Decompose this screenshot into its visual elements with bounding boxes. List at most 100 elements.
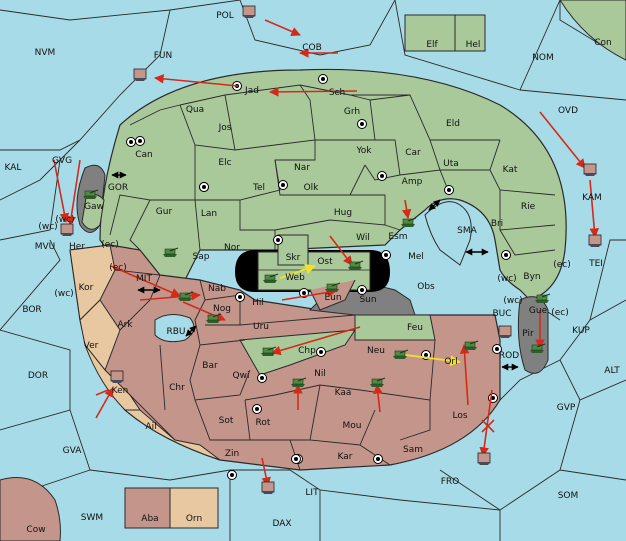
label-obs: Obs [417,282,435,292]
label-dor: DOR [28,371,48,381]
army-unit-icon[interactable] [261,346,277,356]
army-unit-icon[interactable] [370,377,386,387]
supply-center [373,454,383,464]
label-grh: Grh [344,107,360,117]
label-nom: NOM [532,53,554,63]
army-unit-icon[interactable] [530,343,546,353]
label-wc_kor: (wc) [54,289,73,299]
army-unit-icon[interactable] [393,349,409,359]
fleet-unit-icon[interactable] [261,481,275,494]
army-unit-icon[interactable] [325,282,341,292]
army-unit-icon[interactable] [263,273,279,283]
label-nog: Nog [213,304,231,314]
label-pir: Pir [522,329,534,339]
label-jad: Jad [244,86,259,96]
army-unit-icon[interactable] [163,247,179,257]
label-byn: Byn [523,272,540,282]
fleet-unit-icon[interactable] [60,223,74,236]
army-unit-icon[interactable] [83,189,99,199]
army-unit-icon[interactable] [463,340,479,350]
label-cob: COB [302,43,322,53]
fleet-unit-icon[interactable] [583,163,597,176]
label-gue: Gue [529,306,548,316]
label-orn: Orn [186,514,202,524]
support-order-arrow [397,353,462,367]
label-kup: KUP [572,326,590,336]
label-wc_her: (wc) [38,222,57,232]
red-province-lines [114,269,436,471]
move-order-arrow [459,344,470,406]
region-sma [424,201,472,266]
label-kat: Kat [503,165,518,175]
move-order-arrow [271,326,361,356]
fleet-unit-icon[interactable] [110,370,124,383]
fleet-unit-icon[interactable] [588,234,602,247]
army-unit-icon[interactable] [535,293,551,303]
label-som: SOM [558,491,579,501]
move-order-arrow [589,179,600,238]
fleet-unit-icon[interactable] [477,452,491,465]
label-sap: Sap [193,252,210,262]
units [60,5,602,494]
green-province-lines [109,84,556,256]
label-ec_gue: (ec) [551,308,569,318]
label-eld: Eld [446,119,460,129]
supply-center [135,136,145,146]
label-ver: Ver [84,341,99,351]
label-dax: DAX [272,519,291,529]
label-bar: Bar [202,361,218,371]
label-nil: Nil [314,369,326,379]
supply-center [235,292,245,302]
label-ec_her: (ec) [101,240,119,250]
fleet-unit-icon[interactable] [133,68,147,81]
region-kor [69,244,116,322]
army-unit-icon[interactable] [178,291,194,301]
label-eun: Eun [324,293,341,303]
supply-center [273,235,283,245]
support-order-arrow [279,264,317,279]
army-unit-icon[interactable] [291,377,307,387]
label-tel: Tel [252,183,265,193]
label-buc: BUC [492,309,511,319]
label-con: Con [594,38,612,48]
label-chp: Chp [298,346,316,356]
move-order-arrow [66,159,81,226]
label-ec_kor: (ec) [109,263,127,273]
label-ovd: OVD [558,106,578,116]
label-hel: Hel [466,40,481,50]
region-ail [123,409,221,461]
label-rot: Rot [256,418,271,428]
supply-center [126,137,136,147]
army-unit-icon[interactable] [206,313,222,323]
label-fun: FUN [154,51,173,61]
label-nor: Nor [224,243,240,253]
label-neu: Neu [367,346,385,356]
label-sma: SMA [457,226,477,236]
supply-center [278,180,288,190]
supply-center [377,171,387,181]
move-order-arrow [53,159,70,223]
label-nvm: NVM [35,48,56,58]
army-unit-icon[interactable] [348,260,364,270]
region-cow [0,477,61,541]
label-uru: Uru [253,322,269,332]
label-wc_gvg: (wc) [55,215,74,225]
army-unit-icon[interactable] [401,217,417,227]
fleet-unit-icon[interactable] [498,325,512,338]
label-kor: Kor [79,283,94,293]
label-mel: Mel [408,252,424,262]
label-bri: Bri [491,219,503,229]
label-car: Car [405,148,421,158]
label-ark: Ark [117,320,133,330]
fleet-unit-icon[interactable] [242,5,256,18]
label-lit: LIT [305,488,319,498]
supply-center [316,347,326,357]
label-jos: Jos [218,123,232,133]
label-lan: Lan [201,209,217,219]
move-order-arrow [539,111,586,169]
label-ken: Ken [112,386,129,396]
move-order-arrow [373,384,383,413]
label-web: Web [285,273,305,283]
label-kar: Kar [338,452,353,462]
